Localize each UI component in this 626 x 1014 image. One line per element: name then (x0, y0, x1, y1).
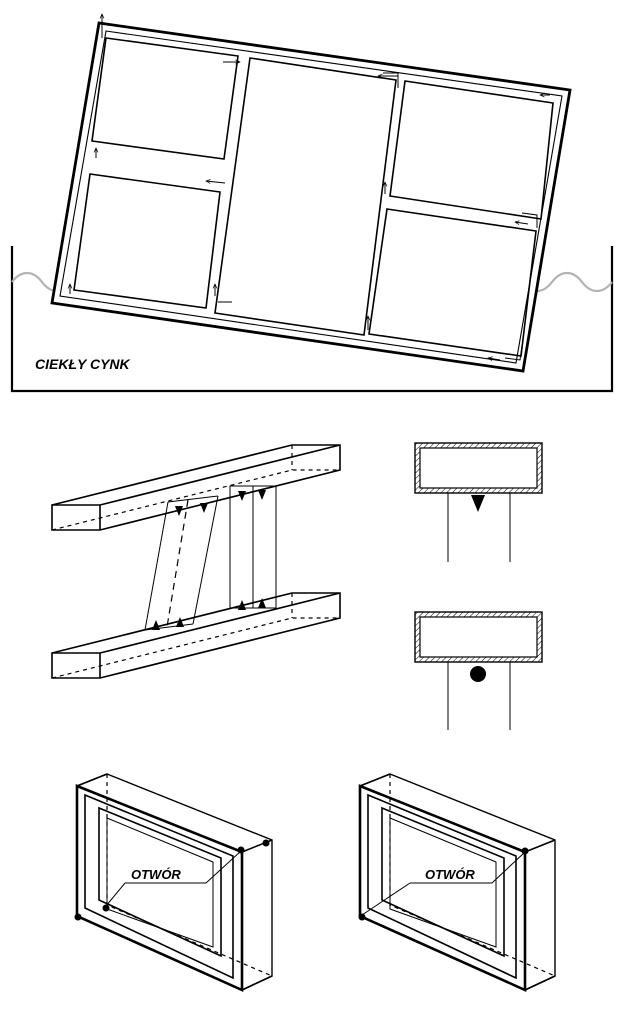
vent-hole-inner (102, 904, 110, 912)
left-frame-label: OTWÓR (131, 867, 181, 882)
weld-triangle-mark (471, 495, 485, 512)
lower-beam (51, 592, 341, 679)
beams-panel (51, 442, 543, 730)
section-detail-lower (414, 611, 543, 730)
right-frame: OTWÓR (358, 773, 556, 993)
flow-paths (70, 14, 550, 360)
frame-inner (59, 30, 563, 364)
vent-hole-top-right (521, 847, 529, 855)
weld-marks (152, 490, 266, 630)
left-frame: OTWÓR (74, 773, 273, 993)
dipping-panel: CIEKŁY CYNK (10, 14, 614, 393)
vent-hole-top-right (237, 846, 245, 854)
cell-bottom-left (73, 173, 221, 309)
cell-top-right (389, 80, 554, 220)
upper-beam (51, 444, 341, 531)
vent-hole-far-corner (262, 839, 270, 847)
section-detail-upper (414, 442, 543, 562)
vent-hole-dot (470, 666, 486, 682)
right-frame-label: OTWÓR (425, 867, 475, 882)
vent-hole-bottom-left (74, 913, 82, 921)
cell-center (214, 57, 397, 336)
frames-panel: OTWÓR OTWÓR (74, 773, 556, 993)
tilted-frame (50, 14, 572, 373)
cell-top-left (91, 37, 239, 160)
vent-hole-bottom-left (358, 913, 366, 921)
bath-label: CIEKŁY CYNK (35, 356, 131, 372)
vertical-tube (229, 485, 277, 609)
zinc-bath (10, 246, 614, 393)
frame-outer (50, 21, 572, 373)
